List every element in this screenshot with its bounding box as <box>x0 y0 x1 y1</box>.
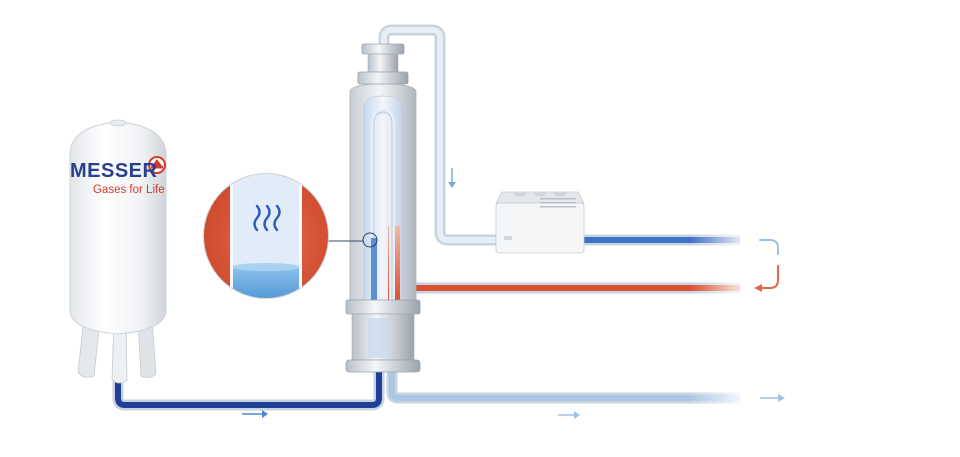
brand-tagline: Gases for Life <box>93 184 165 196</box>
return-arrow-icon <box>754 239 779 292</box>
arrow-right-icon <box>558 411 580 419</box>
messer-logo-icon <box>148 156 166 174</box>
arrow-down-icon <box>448 168 456 188</box>
brand-name: MESSER <box>70 160 158 182</box>
cold-gas-outlet-pipe <box>386 365 740 404</box>
nitrogen-storage-tank <box>69 119 167 384</box>
boiling-detail-zoom <box>203 173 329 299</box>
vaporizer-column <box>345 43 421 373</box>
liquid-nitrogen-pipe <box>112 345 385 411</box>
pipe-network <box>112 24 750 411</box>
heat-exchanger-unit <box>495 191 585 254</box>
zoom-marker <box>362 232 378 248</box>
arrow-right-icon <box>242 410 268 418</box>
heat-waves-icon <box>253 204 281 232</box>
arrow-right-icon <box>760 394 785 402</box>
